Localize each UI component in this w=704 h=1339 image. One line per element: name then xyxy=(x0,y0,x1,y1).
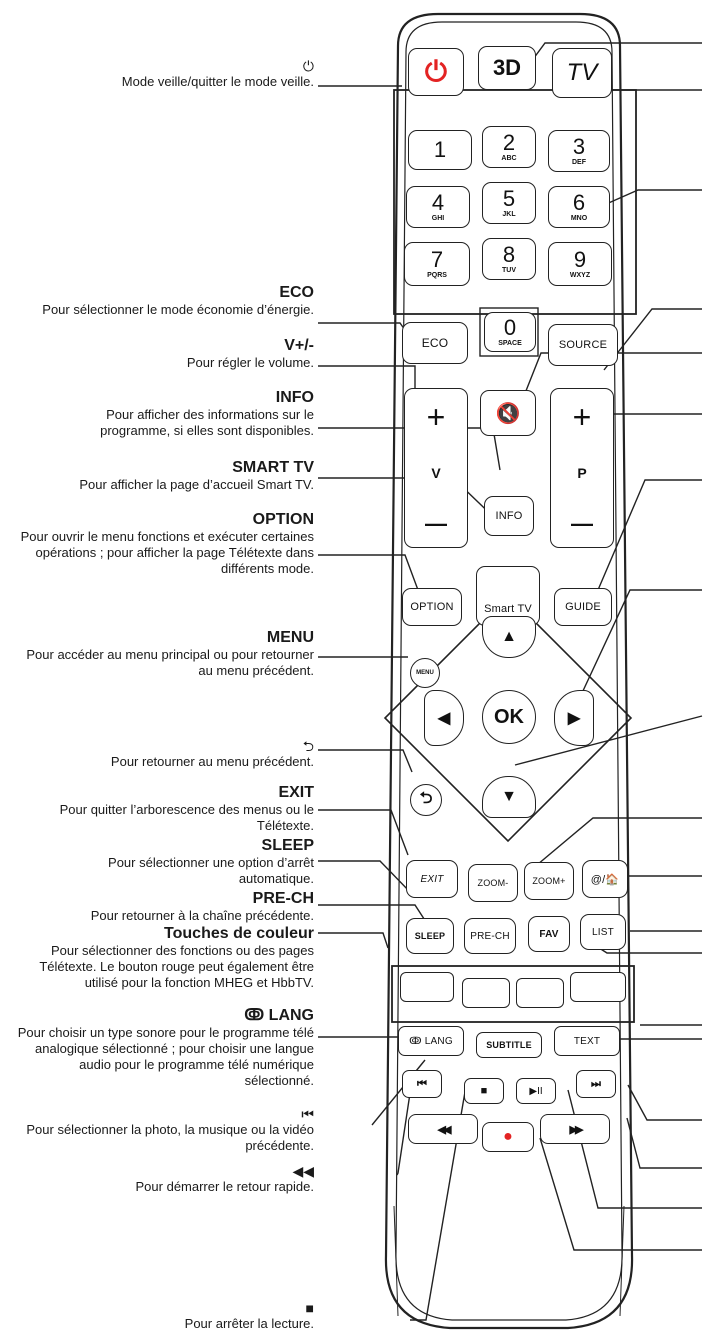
digit-8-button[interactable]: 8 TUV xyxy=(482,238,536,280)
annotation-menu: MENU Pour accéder au menu principal ou p… xyxy=(26,629,314,678)
annotation-prech: PRE-CH Pour retourner à la chaîne précéd… xyxy=(90,890,314,923)
option-button[interactable]: OPTION xyxy=(402,588,462,626)
fast-forward-icon: ▶▶ xyxy=(569,1123,584,1136)
red-key[interactable] xyxy=(400,972,454,1002)
sleep-button[interactable]: SLEEP xyxy=(406,918,454,954)
record-icon: ● xyxy=(503,1128,513,1145)
dpad-up-button[interactable]: ▲ xyxy=(482,616,536,658)
volume-rocker[interactable]: + V — xyxy=(404,388,468,548)
digit-3-button[interactable]: 3 DEF xyxy=(548,130,610,172)
annotation-exit: EXIT Pour quitter l’arborescence des men… xyxy=(59,784,314,833)
annotation-sleep: SLEEP Pour sélectionner une option d’arr… xyxy=(108,837,314,886)
menu-button[interactable]: MENU xyxy=(410,658,440,688)
channel-up-icon: + xyxy=(572,399,592,435)
rewind-icon: ◀◀ xyxy=(437,1123,452,1136)
lang-button[interactable]: ↂ LANG xyxy=(398,1026,464,1056)
mute-button[interactable]: 🔇 xyxy=(480,390,536,436)
rewind-button[interactable]: ◀◀ xyxy=(408,1114,478,1144)
internet-home-button[interactable]: @/🏠 xyxy=(582,860,628,898)
home-icon: @/🏠 xyxy=(590,873,620,886)
arrow-down-icon: ▼ xyxy=(501,788,517,805)
annotation-stop: ■ Pour arrêter la lecture. xyxy=(184,1300,314,1331)
power-icon: ⏻ xyxy=(302,58,314,74)
dpad-right-button[interactable]: ▶ xyxy=(554,690,594,746)
annotation-info: INFO Pour afficher des informations sur … xyxy=(100,389,314,438)
annotation-eco: ECO Pour sélectionner le mode économie d… xyxy=(42,284,314,317)
rewind-icon: ◀◀ xyxy=(292,1163,314,1179)
annotation-lang: ↂ LANG Pour choisir un type sonore pour … xyxy=(17,1007,314,1088)
arrow-up-icon: ▲ xyxy=(501,628,517,645)
annotation-color: Touches de couleur Pour sélectionner des… xyxy=(39,925,314,990)
remote-control: ⏻ 3D TV 1 2 ABC 3 DEF 4 GHI 5 JKL 6 MNO … xyxy=(368,6,650,1336)
stop-icon: ■ xyxy=(305,1300,314,1316)
return-icon: ⮌ xyxy=(419,789,433,807)
stop-button[interactable]: ■ xyxy=(464,1078,504,1104)
digit-5-button[interactable]: 5 JKL xyxy=(482,182,536,224)
annotation-prev: ⏮ Pour sélectionner la photo, la musique… xyxy=(24,1106,314,1154)
zoom-minus-button[interactable]: ZOOM- xyxy=(468,864,518,902)
digit-7-button[interactable]: 7 PQRS xyxy=(404,242,470,286)
annotation-back: ⮌ Pour retourner au menu précédent. xyxy=(110,738,314,769)
list-button[interactable]: LIST xyxy=(580,914,626,950)
previous-icon: ⏮ xyxy=(301,1106,314,1122)
source-button[interactable]: SOURCE xyxy=(548,324,618,366)
yellow-key[interactable] xyxy=(516,978,564,1008)
digit-0-button[interactable]: 0 SPACE xyxy=(484,312,536,352)
stop-icon: ■ xyxy=(480,1085,488,1097)
digit-9-button[interactable]: 9 WXYZ xyxy=(548,242,612,286)
back-icon: ⮌ xyxy=(302,738,314,754)
power-icon: ⏻ xyxy=(424,55,448,87)
annotation-smarttv: SMART TV Pour afficher la page d’accueil… xyxy=(79,459,314,492)
remote-body-outline xyxy=(383,12,637,1330)
exit-button[interactable]: EXIT xyxy=(406,860,458,898)
arrow-left-icon: ◀ xyxy=(437,710,451,727)
subtitle-button[interactable]: SUBTITLE xyxy=(476,1032,542,1058)
previous-icon: ⏮ xyxy=(417,1077,427,1090)
3d-button[interactable]: 3D xyxy=(478,46,536,90)
annotation-standby: ⏻ Mode veille/quitter le mode veille. xyxy=(121,58,314,89)
channel-rocker[interactable]: + P — xyxy=(550,388,614,548)
eco-button[interactable]: ECO xyxy=(402,322,468,364)
text-button[interactable]: TEXT xyxy=(554,1026,620,1056)
ok-button[interactable]: OK xyxy=(482,690,536,744)
digit-6-button[interactable]: 6 MNO xyxy=(548,186,610,228)
annotation-option: OPTION Pour ouvrir le menu fonctions et … xyxy=(20,511,314,576)
tv-button[interactable]: TV xyxy=(552,48,612,98)
arrow-right-icon: ▶ xyxy=(567,710,581,727)
digit-4-button[interactable]: 4 GHI xyxy=(406,186,470,228)
volume-up-icon: + xyxy=(426,399,446,435)
green-key[interactable] xyxy=(462,978,510,1008)
annotation-volume: V+/- Pour régler le volume. xyxy=(186,337,314,370)
back-button[interactable]: ⮌ xyxy=(410,784,442,816)
zoom-plus-button[interactable]: ZOOM+ xyxy=(524,862,574,900)
fav-button[interactable]: FAV xyxy=(528,916,570,952)
pre-ch-button[interactable]: PRE-CH xyxy=(464,918,516,954)
next-icon: ⏭ xyxy=(591,1077,601,1090)
digit-2-button[interactable]: 2 ABC xyxy=(482,126,536,168)
mute-icon: 🔇 xyxy=(495,402,521,425)
fast-forward-button[interactable]: ▶▶ xyxy=(540,1114,610,1144)
channel-down-icon: — xyxy=(571,511,593,536)
next-button[interactable]: ⏭ xyxy=(576,1070,616,1098)
play-pause-icon: ▶II xyxy=(529,1085,543,1097)
previous-button[interactable]: ⏮ xyxy=(402,1070,442,1098)
blue-key[interactable] xyxy=(570,972,626,1002)
volume-down-icon: — xyxy=(425,511,447,536)
dpad-left-button[interactable]: ◀ xyxy=(424,690,464,746)
annotation-rewind: ◀◀ Pour démarrer le retour rapide. xyxy=(135,1163,314,1194)
info-button[interactable]: INFO xyxy=(484,496,534,536)
guide-button[interactable]: GUIDE xyxy=(554,588,612,626)
dpad-down-button[interactable]: ▼ xyxy=(482,776,536,818)
digit-1-button[interactable]: 1 xyxy=(408,130,472,170)
power-button[interactable]: ⏻ xyxy=(408,48,464,96)
record-button[interactable]: ● xyxy=(482,1122,534,1152)
play-pause-button[interactable]: ▶II xyxy=(516,1078,556,1104)
